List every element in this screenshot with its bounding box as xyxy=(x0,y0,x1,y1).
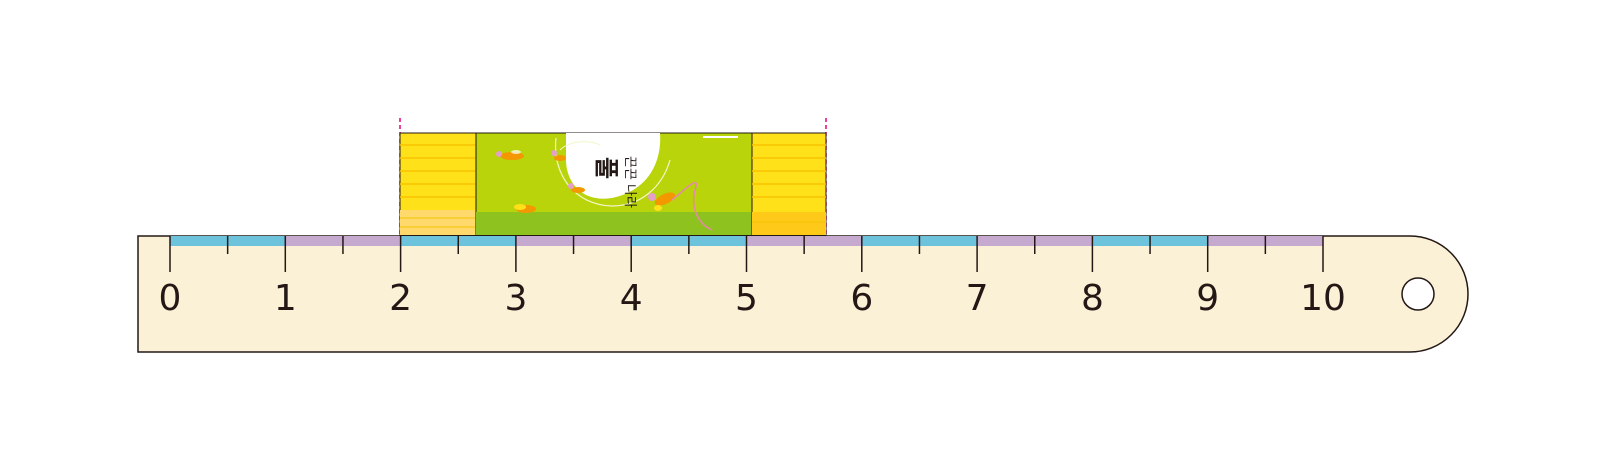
ruler-tick-label: 8 xyxy=(1081,278,1104,319)
glue-body: 풀 끈끈 나라 xyxy=(475,132,753,236)
bee-icon xyxy=(551,150,566,161)
bee-icon xyxy=(648,192,676,211)
ruler-tick-label: 1 xyxy=(274,278,297,319)
ruler-tick-labels: 0 1 2 3 4 5 6 7 8 9 10 xyxy=(159,278,1346,319)
glue-right-cap xyxy=(751,132,827,236)
bee-icon xyxy=(514,204,536,213)
ruler: 0 1 2 3 4 5 6 7 8 9 10 xyxy=(137,235,1469,353)
bee-icon xyxy=(496,150,524,160)
glue-label-patch xyxy=(566,133,661,199)
ruler-tick-label: 4 xyxy=(620,278,643,319)
ruler-body xyxy=(137,235,1469,353)
glue-sublabel-text: 끈끈 나라 xyxy=(622,156,637,208)
ruler-tick-label: 5 xyxy=(735,278,758,319)
ruler-tick-label: 9 xyxy=(1196,278,1219,319)
ruler-tick-label: 2 xyxy=(389,278,412,319)
glue-stick: 풀 끈끈 나라 xyxy=(399,118,827,236)
ruler-hang-hole xyxy=(1401,277,1435,311)
ruler-tick-label: 10 xyxy=(1300,278,1346,319)
glue-label-text: 풀 xyxy=(592,157,620,179)
flight-path-line xyxy=(671,181,713,231)
ruler-tick-label: 6 xyxy=(850,278,873,319)
bee-icon xyxy=(568,183,585,193)
ruler-tick-label: 0 xyxy=(159,278,182,319)
ruler-tick-label: 7 xyxy=(966,278,989,319)
glue-left-cap xyxy=(399,132,477,236)
ruler-tick-label: 3 xyxy=(504,278,527,319)
ruler-ticks xyxy=(169,236,1324,272)
